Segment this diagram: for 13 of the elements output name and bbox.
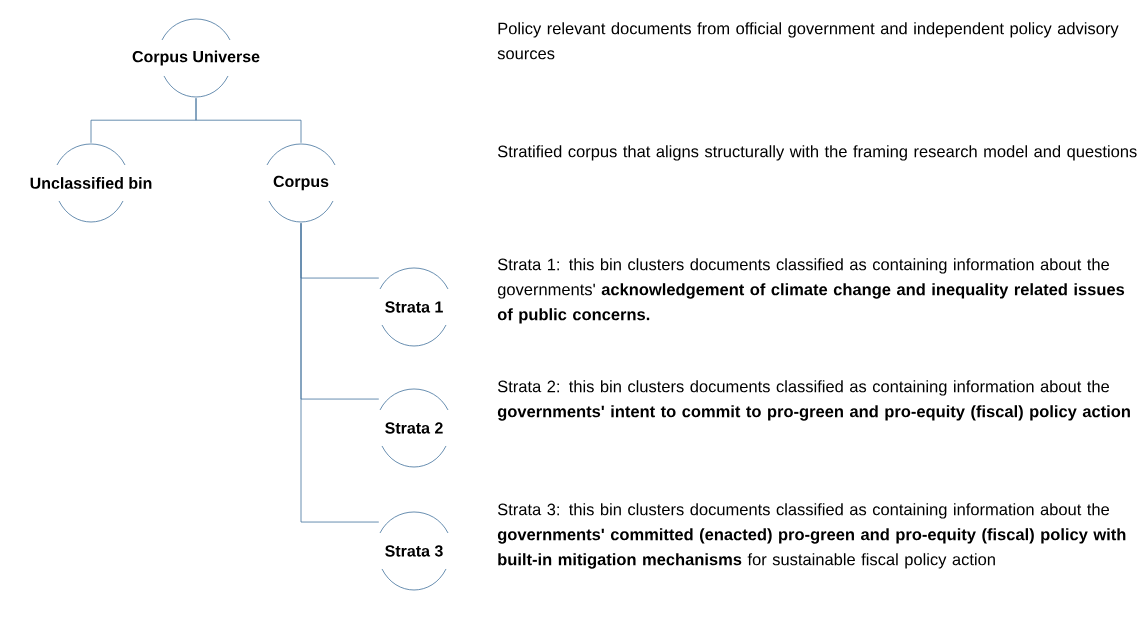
description-text: Policy relevant documents from official government and independent policy advisory sources (497, 22, 1119, 60)
node-arcs: Strata 3 (379, 511, 449, 591)
node-arcs: Corpus (266, 143, 336, 223)
description-text: Strata 3: this bin clusters documents classified as containing information about the governments' committed (enacted) pro-green and pro-equity (fiscal) policy with built-in mitigation mechanisms for sustainable fiscal policy action (497, 503, 1126, 569)
description-text: Stratified corpus that aligns structurally with the framing research model and questions (497, 145, 1137, 161)
node-arcs: Unclassified bin (30, 143, 152, 223)
description-text: Strata 2: this bin clusters documents classified as containing information about the governments' intent to commit to pro-green and pro-equity (fiscal) policy action (497, 380, 1130, 421)
connector-line (195, 97, 302, 144)
description-text: Strata 1: this bin clusters documents classified as containing information about the governments' acknowledgement of climate change and inequality related issues of public concerns. (497, 258, 1125, 324)
node-arcs: Strata 1 (379, 267, 449, 347)
node-arcs: Corpus Universe (132, 18, 260, 98)
connector-line (300, 222, 380, 523)
node-arcs: Strata 2 (379, 388, 449, 468)
